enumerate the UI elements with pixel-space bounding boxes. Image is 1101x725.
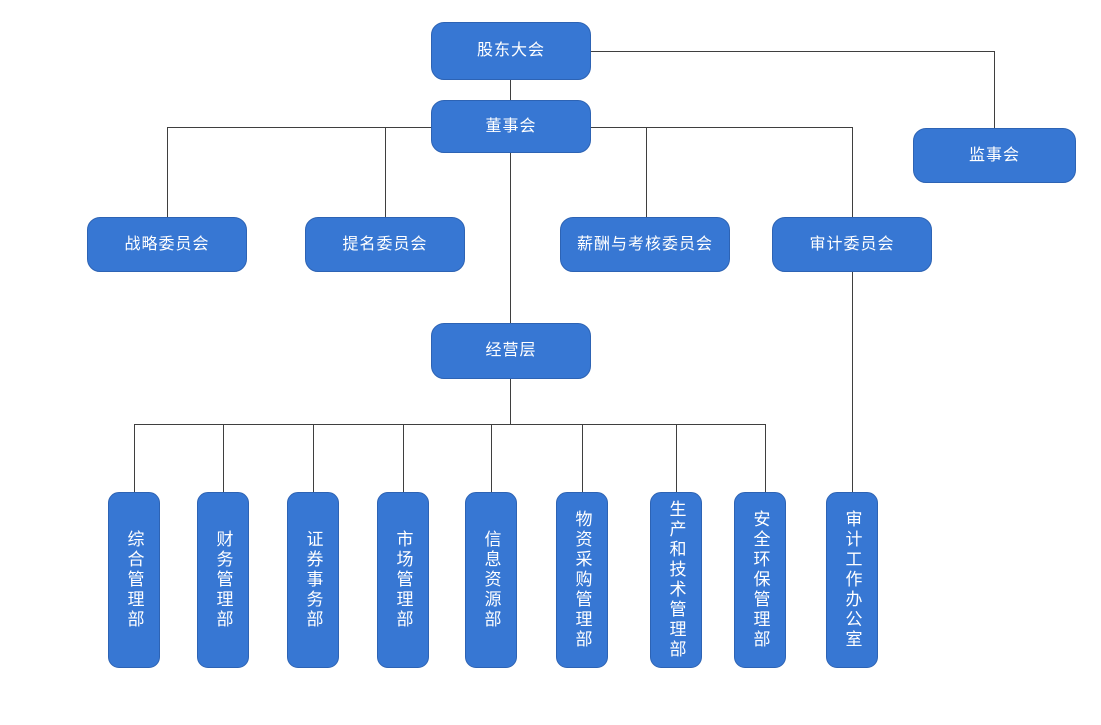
node-management-level[interactable]: 经营层 bbox=[431, 323, 591, 379]
node-dept-general-management[interactable]: 综合管理部 bbox=[108, 492, 160, 668]
connector-management-bus bbox=[510, 379, 511, 424]
connector-drop-audit bbox=[852, 127, 853, 217]
node-dept-market-management[interactable]: 市场管理部 bbox=[377, 492, 429, 668]
node-board-of-directors[interactable]: 董事会 bbox=[431, 100, 591, 153]
node-nomination-committee[interactable]: 提名委员会 bbox=[305, 217, 465, 272]
connector-drop-securities bbox=[313, 424, 314, 492]
connector-board-management bbox=[510, 153, 511, 323]
connector-drop-production bbox=[676, 424, 677, 492]
connector-drop-safety bbox=[765, 424, 766, 492]
node-dept-finance-management[interactable]: 财务管理部 bbox=[197, 492, 249, 668]
node-dept-safety-environment[interactable]: 安全环保管理部 bbox=[734, 492, 786, 668]
connector-shareholders-board bbox=[510, 80, 511, 100]
connector-drop-market bbox=[403, 424, 404, 492]
node-audit-committee[interactable]: 审计委员会 bbox=[772, 217, 932, 272]
connector-drop-nomination bbox=[385, 127, 386, 217]
connector-drop-strategy bbox=[167, 127, 168, 217]
node-supervisory-board[interactable]: 监事会 bbox=[913, 128, 1076, 183]
connector-drop-procurement bbox=[582, 424, 583, 492]
connector-audit-office bbox=[852, 272, 853, 492]
node-dept-production-technology[interactable]: 生产和技术管理部 bbox=[650, 492, 702, 668]
connector-drop-info bbox=[491, 424, 492, 492]
connector-drop-compensation bbox=[646, 127, 647, 217]
node-dept-securities-affairs[interactable]: 证券事务部 bbox=[287, 492, 339, 668]
node-compensation-committee[interactable]: 薪酬与考核委员会 bbox=[560, 217, 730, 272]
node-shareholders-meeting[interactable]: 股东大会 bbox=[431, 22, 591, 80]
connector-shareholders-supervisory-v bbox=[994, 51, 995, 128]
connector-shareholders-supervisory-h bbox=[591, 51, 994, 52]
node-dept-information-resources[interactable]: 信息资源部 bbox=[465, 492, 517, 668]
node-dept-material-procurement[interactable]: 物资采购管理部 bbox=[556, 492, 608, 668]
node-audit-work-office[interactable]: 审计工作办公室 bbox=[826, 492, 878, 668]
connector-drop-general bbox=[134, 424, 135, 492]
connector-board-right-branch bbox=[591, 127, 853, 128]
connector-board-left-branch bbox=[167, 127, 431, 128]
connector-department-bus bbox=[134, 424, 765, 425]
connector-drop-finance bbox=[223, 424, 224, 492]
node-strategy-committee[interactable]: 战略委员会 bbox=[87, 217, 247, 272]
